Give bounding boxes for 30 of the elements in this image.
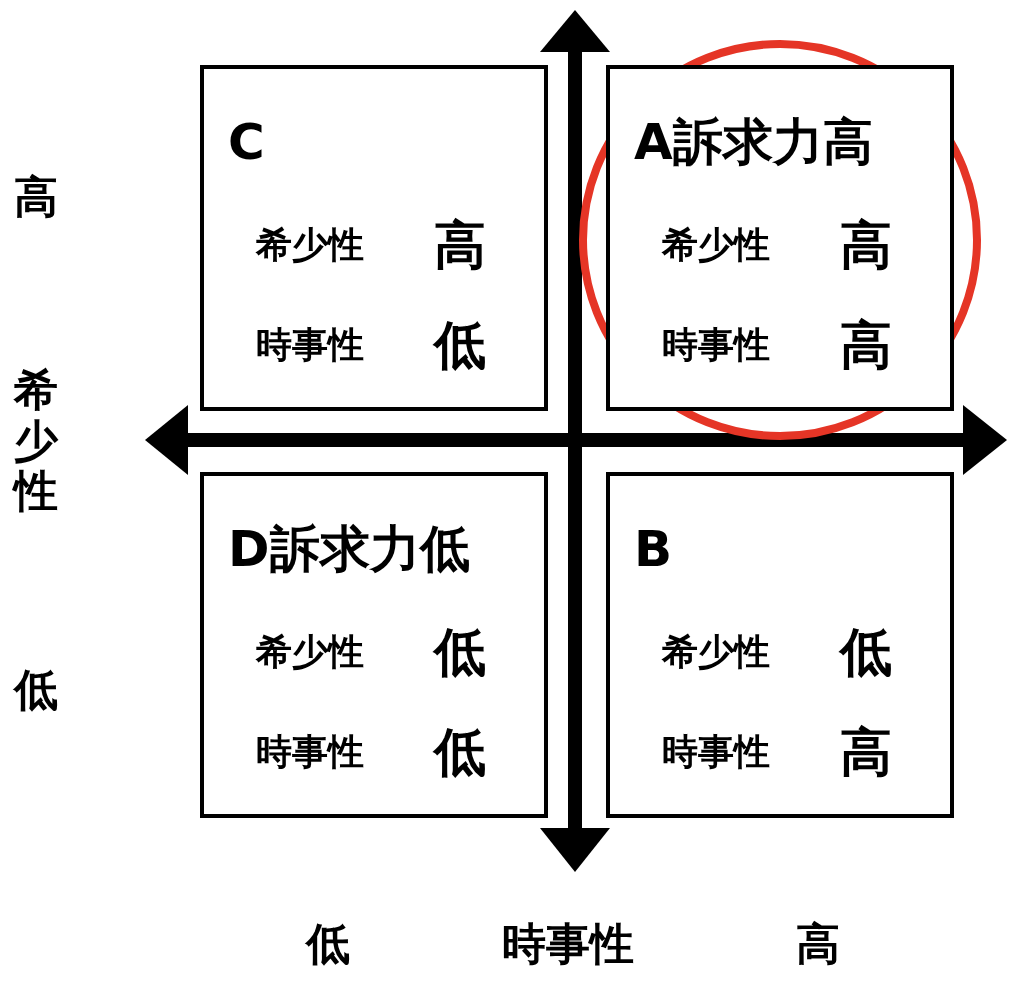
criterion-label: 希少性 <box>662 227 770 263</box>
quadrant-box <box>606 472 954 818</box>
axis-title: 時事性 <box>502 922 634 966</box>
criterion-label: 希少性 <box>256 634 364 670</box>
rating-value: 高 <box>840 319 892 371</box>
criterion-label: 時事性 <box>256 734 364 770</box>
criterion-label: 時事性 <box>662 734 770 770</box>
quadrant-title: C <box>228 117 265 167</box>
quadrant-box <box>200 65 548 411</box>
criterion-label: 希少性 <box>662 634 770 670</box>
rating-value: 高 <box>840 219 892 271</box>
axis-label: 高 <box>796 922 840 966</box>
quadrant-title: B <box>634 524 673 574</box>
quadrant-box <box>200 472 548 818</box>
criterion-label: 時事性 <box>256 327 364 363</box>
rating-value: 低 <box>434 726 486 778</box>
quadrant-title: A訴求力高 <box>634 117 873 167</box>
criterion-label: 時事性 <box>662 327 770 363</box>
rating-value: 高 <box>434 219 486 271</box>
axis-title: 希少性 <box>14 365 59 517</box>
quadrant-box <box>606 65 954 411</box>
rating-value: 低 <box>840 626 892 678</box>
criterion-label: 希少性 <box>256 227 364 263</box>
axis-label: 低 <box>14 668 58 712</box>
axis-label: 低 <box>306 922 350 966</box>
rating-value: 低 <box>434 626 486 678</box>
rating-value: 高 <box>840 726 892 778</box>
rating-value: 低 <box>434 319 486 371</box>
quadrant-title: D訴求力低 <box>228 524 470 574</box>
axis-label: 高 <box>14 175 58 219</box>
